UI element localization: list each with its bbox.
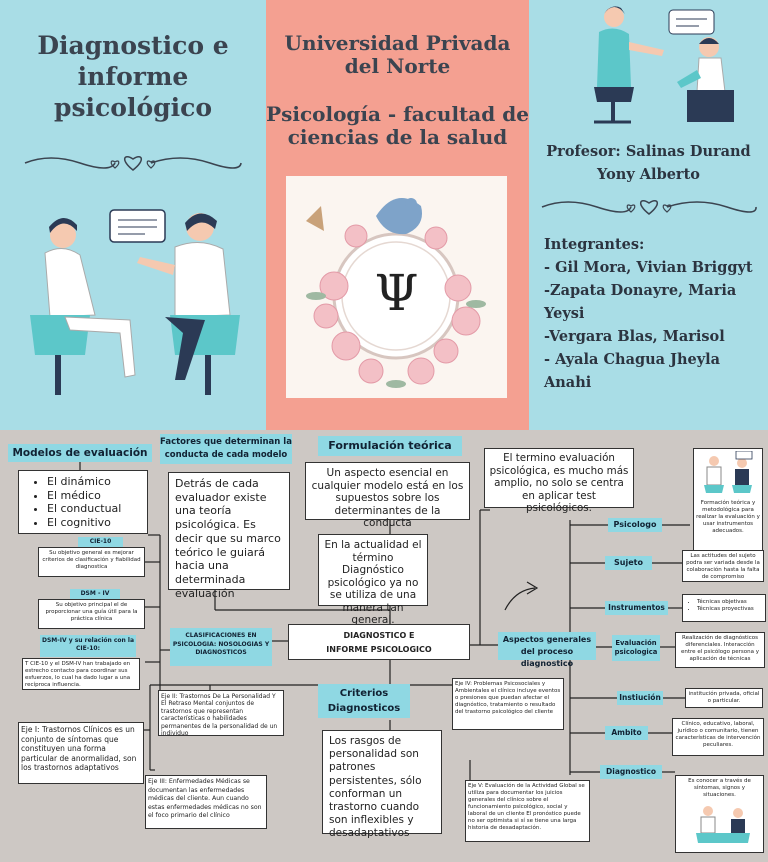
cie-text: Su objetivo general es mejorar criterios… bbox=[38, 547, 145, 577]
list-item: El cognitivo bbox=[47, 516, 147, 530]
list-item: El médico bbox=[47, 489, 147, 503]
psicologo-card: Formación teórica y metodológica para re… bbox=[693, 448, 763, 560]
institucion-text: institución privada, oficial o particula… bbox=[685, 688, 763, 708]
instrumentos-list: Técnicas objetivas Técnicas proyectivas bbox=[682, 594, 766, 622]
page-title: Diagnostico e informe psicológico bbox=[37, 31, 229, 122]
clasificaciones-tag: CLASIFICACIONES EN PSICOLOGIA: NOSOLOGIA… bbox=[170, 628, 272, 666]
termino-text: El termino evaluación psicológica, es mu… bbox=[484, 448, 634, 514]
eje1-text: Eje I: Trastornos Clínicos es un conjunt… bbox=[18, 722, 144, 784]
modelos-list: El dinámico El médico El conductual El c… bbox=[18, 470, 148, 534]
doctor-patient-icon bbox=[704, 450, 753, 493]
eje5-text: Eje V: Evaluación de la Actividad Global… bbox=[465, 780, 590, 842]
formulacion-title: Formulación teórica bbox=[318, 436, 462, 456]
right-panel: Profesor: Salinas Durand Yony Alberto In… bbox=[529, 0, 768, 430]
diagnostico-card: Es conocer a través de síntomas, signos … bbox=[675, 775, 764, 853]
branch-evaluacion: Evaluación psicologica bbox=[612, 635, 660, 661]
criterios-text: Los rasgos de personalidad son patrones … bbox=[322, 730, 442, 839]
ornament-divider-icon bbox=[541, 200, 757, 215]
ornament-divider-icon bbox=[24, 156, 242, 171]
list-item: Técnicas objetivas bbox=[697, 599, 765, 606]
eje4-text: Eje IV: Problemas Psicosociales y Ambien… bbox=[452, 678, 564, 730]
factores-text: Detrás de cada evaluador existe una teor… bbox=[168, 472, 290, 600]
list-item: El conductual bbox=[47, 502, 147, 516]
psi-symbol: Ψ bbox=[374, 264, 419, 322]
member-item: -Vergara Blas, Marisol bbox=[544, 328, 725, 345]
members-block: Integrantes: - Gil Mora, Vivian Briggyt … bbox=[544, 233, 764, 394]
psicologo-text: Formación teórica y metodológica para re… bbox=[696, 500, 760, 534]
sujeto-text: Las actitudes del sujeto podra ser varia… bbox=[682, 550, 764, 582]
modelos-title: Modelos de evaluación bbox=[8, 444, 152, 462]
aspectos-tag: Aspectos generales del proceso diagnosti… bbox=[498, 632, 596, 668]
diagnostico-text: Es conocer a través de síntomas, signos … bbox=[688, 778, 751, 798]
member-item: - Gil Mora, Vivian Briggyt bbox=[544, 259, 753, 276]
list-item: Técnicas proyectivas bbox=[697, 606, 765, 613]
eje3-text: Eje III: Enfermedades Médicas se documen… bbox=[145, 775, 267, 829]
university-name: Universidad Privada del Norte bbox=[284, 31, 511, 78]
member-item: -Zapata Donayre, Maria Yeysi bbox=[544, 282, 737, 322]
dsm-text: Su objetivo principal el de proporcionar… bbox=[38, 599, 145, 629]
cie-tag: CIE-10 bbox=[78, 537, 123, 547]
branch-instrumentos: Instrumentos bbox=[605, 601, 668, 615]
child-therapy-illustration-icon bbox=[594, 6, 734, 124]
branch-sujeto: Sujeto bbox=[605, 556, 652, 570]
branch-ambito: Ambito bbox=[605, 726, 648, 740]
psychology-logo: Ψ bbox=[286, 176, 507, 398]
factores-title: Factores que determinan la conducta de c… bbox=[160, 434, 292, 464]
dsm-tag: DSM - IV bbox=[70, 589, 120, 599]
list-item: El dinámico bbox=[47, 475, 147, 489]
middle-panel: Universidad Privada del Norte Psicología… bbox=[266, 0, 529, 430]
center-node: DIAGNOSTICO E INFORME PSICOLOGICO bbox=[288, 624, 470, 660]
relacion-tag: DSM-IV y su relación con la CIE-10: bbox=[40, 635, 136, 657]
consultation-icon bbox=[696, 806, 750, 843]
left-panel: Diagnostico e informe psicológico bbox=[0, 0, 266, 430]
floral-wreath-icon bbox=[306, 198, 486, 388]
branch-psicologo: Psicologo bbox=[608, 518, 662, 532]
branch-diagnostico: Diagnostico bbox=[600, 765, 662, 779]
criterios-title: Criterios Diagnosticos bbox=[318, 684, 410, 718]
member-item: - Ayala Chagua Jheyla Anahi bbox=[544, 351, 721, 391]
ambito-text: Clínico, educativo, laboral, jurídico o … bbox=[672, 718, 764, 756]
branch-institucion: Instiución bbox=[617, 691, 663, 705]
relacion-text: T CIE-10 y el DSM-IV han trabajado en es… bbox=[22, 658, 140, 690]
faculty-name: Psicología - facultad de ciencias de la … bbox=[266, 102, 529, 149]
formulacion-text1: Un aspecto esencial en cualquier modelo … bbox=[305, 462, 470, 529]
eje2-text: Eje II: Trastornos De La Personalidad Y … bbox=[158, 690, 284, 737]
therapy-session-illustration-icon bbox=[30, 209, 240, 395]
professor-name: Profesor: Salinas Durand Yony Alberto bbox=[546, 143, 751, 183]
formulacion-text2: En la actualidad el término Diagnóstico … bbox=[318, 534, 428, 626]
concept-map: Modelos de evaluación El dinámico El méd… bbox=[0, 430, 768, 862]
evaluacion-text: Realización de diagnósticos diferenciale… bbox=[675, 632, 765, 668]
members-label: Integrantes: bbox=[544, 236, 645, 253]
